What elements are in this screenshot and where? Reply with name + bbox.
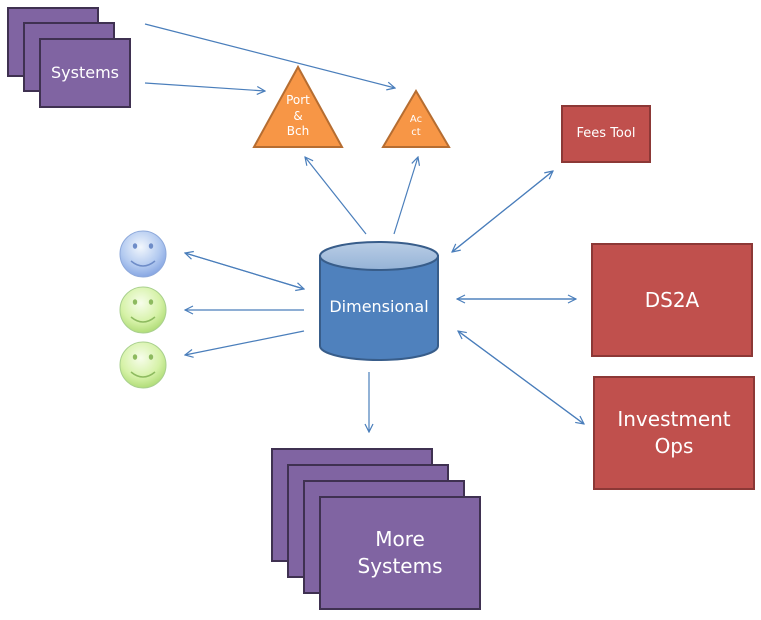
- more-system-card-front: [319, 496, 481, 610]
- smiley-face-icon: [119, 286, 167, 334]
- cylinder-top: [319, 241, 439, 271]
- port-bch-triangle: [252, 64, 344, 148]
- connector-arrows: [144, 23, 585, 432]
- arrow-db-investment-ops-back: [458, 331, 585, 425]
- source-system-card-front: [39, 38, 131, 108]
- ds2a-box: [591, 243, 753, 357]
- smiley-eye-icon: [132, 243, 138, 249]
- acct-triangle: [381, 89, 451, 148]
- smiley-eye-icon: [148, 354, 154, 360]
- arrow-db-user-blue-back: [185, 253, 305, 290]
- cylinder-body: [319, 255, 439, 361]
- dimensional-database: [319, 241, 439, 361]
- smiley-eye-icon: [148, 299, 154, 305]
- more-systems-stack: [271, 448, 481, 610]
- user-green-1: [119, 286, 167, 334]
- user-blue: [119, 230, 167, 278]
- source-systems-stack: [7, 7, 131, 108]
- arrow-db-fees-tool-back: [452, 170, 554, 252]
- arrow-systems-to-port-bch: [144, 82, 265, 91]
- smiley-eye-icon: [132, 354, 138, 360]
- arrow-db-to-port-bch: [305, 157, 367, 235]
- smiley-face-icon: [119, 341, 167, 389]
- smiley-mouth-icon: [130, 316, 156, 323]
- arrow-db-user-green-2: [185, 330, 305, 355]
- arrow-systems-to-acct: [144, 23, 395, 88]
- smiley-eye-icon: [132, 299, 138, 305]
- smiley-face-icon: [119, 230, 167, 278]
- smiley-mouth-icon: [130, 260, 156, 267]
- smiley-eye-icon: [148, 243, 154, 249]
- smiley-mouth-icon: [130, 371, 156, 378]
- user-green-2: [119, 341, 167, 389]
- arrow-db-to-acct: [393, 157, 418, 235]
- investment-ops-box: [593, 376, 755, 490]
- fees-tool-box: [561, 105, 651, 163]
